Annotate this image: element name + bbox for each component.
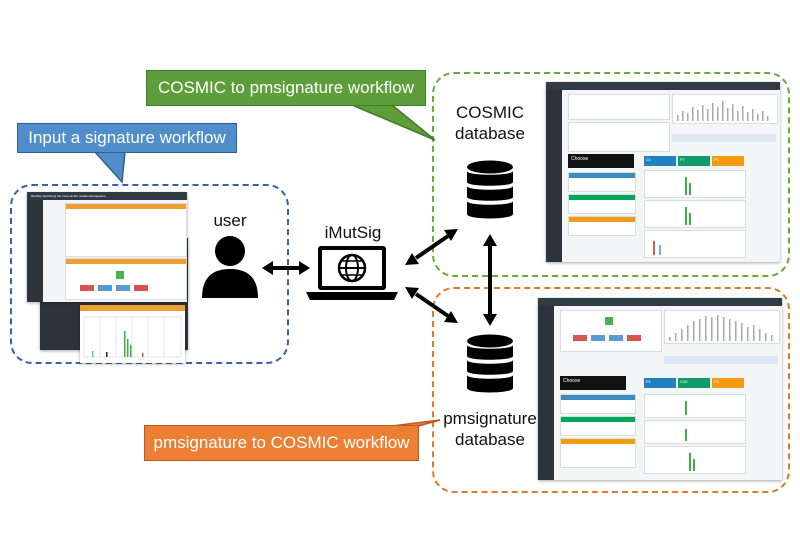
cosmic-tile-1: C1 bbox=[644, 156, 676, 166]
pm-tile-2: C10 bbox=[678, 378, 710, 388]
user-icon bbox=[202, 236, 258, 298]
pm-screenshot: Choose P1 C10 C1 bbox=[538, 298, 782, 480]
cosmic-choose-label: Choose bbox=[571, 156, 589, 162]
cosmic-db-label-line1: COSMIC bbox=[456, 103, 524, 122]
cosmic-db-label-line2: database bbox=[455, 124, 525, 143]
pm-workflow-callout: pmsignature to COSMIC workflow bbox=[144, 425, 419, 461]
pm-database-icon bbox=[467, 334, 513, 393]
pm-workflow-label: pmsignature to COSMIC workflow bbox=[153, 433, 410, 452]
pm-tile-1: P1 bbox=[644, 378, 676, 388]
app-label: iMutSig bbox=[324, 223, 382, 242]
pm-mini-bars bbox=[669, 315, 773, 341]
cosmic-workflow-box bbox=[432, 72, 790, 277]
cosmic-workflow-callout: COSMIC to pmsignature workflow bbox=[146, 70, 426, 106]
user-app-arrow bbox=[262, 261, 310, 275]
cosmic-workflow-label: COSMIC to pmsignature workflow bbox=[157, 78, 415, 97]
laptop-globe-icon bbox=[306, 246, 398, 300]
pm-db-label-line2: database bbox=[455, 430, 525, 449]
cosmic-screenshot: Choose C1 P7 P1 bbox=[546, 82, 780, 262]
cosmic-tile-3: P1 bbox=[712, 156, 744, 166]
user-label: user bbox=[213, 211, 247, 230]
pm-tile-3: C1 bbox=[712, 378, 744, 388]
mini-app-header: iMutSig: identifying the most similar mu… bbox=[31, 194, 106, 198]
cosmic-mini-bars bbox=[677, 101, 769, 121]
input-workflow-callout: Input a signature workflow bbox=[17, 123, 237, 153]
input-workflow-box bbox=[10, 184, 289, 364]
cosmic-tile-2: P7 bbox=[678, 156, 710, 166]
input-screenshot-main: iMutSig: identifying the most similar mu… bbox=[27, 192, 187, 302]
pm-db-label: pmsignature database bbox=[435, 408, 545, 450]
pm-workflow-box bbox=[432, 287, 790, 493]
cosmic-database-icon bbox=[467, 160, 513, 219]
cosmic-bar-panel bbox=[672, 94, 778, 124]
input-workflow-label: Input a signature workflow bbox=[28, 128, 226, 147]
pm-bar-panel bbox=[664, 310, 780, 344]
input-screenshot-front bbox=[80, 305, 185, 363]
pm-choose-label: Choose bbox=[563, 378, 581, 384]
cosmic-db-label: COSMIC database bbox=[445, 102, 535, 144]
pm-db-label-line1: pmsignature bbox=[443, 409, 537, 428]
